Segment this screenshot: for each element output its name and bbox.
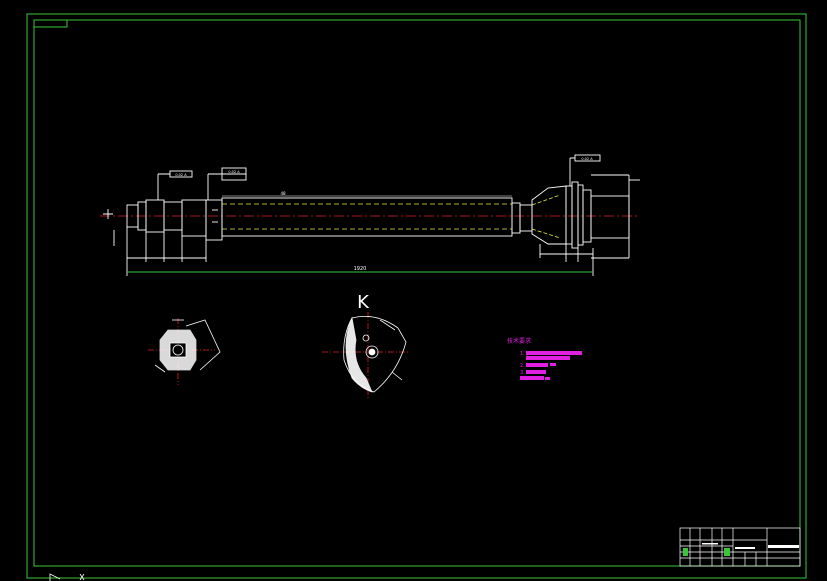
corner-code-box	[33, 19, 68, 28]
overall-length-dim: 1920	[354, 266, 367, 272]
ucs-axis-icon	[49, 573, 85, 581]
tech-req-item-2: 2.	[520, 363, 525, 369]
section-k-label: K	[357, 292, 370, 313]
tech-req-title: 技术要求	[507, 337, 531, 345]
inner-border	[33, 19, 801, 567]
callout-text-2: 0.02 A	[228, 170, 240, 174]
drawing-frame	[26, 13, 807, 579]
top-dim-text: 48	[280, 191, 286, 196]
shaft-main-view	[100, 154, 640, 276]
shaft-dimension-texts: 1920 48 0.02 A 0.02 A 0.02 A	[175, 157, 593, 272]
left-section-view	[148, 318, 221, 385]
callout-text-1: 0.02 A	[175, 173, 187, 177]
title-block	[679, 527, 801, 567]
callout-text-3: 0.02 A	[581, 157, 593, 161]
outer-border	[26, 13, 807, 579]
tech-req-item-1: 1.	[520, 351, 525, 357]
section-k-view: K	[322, 292, 410, 398]
tech-req-item-3: 3.	[520, 370, 525, 376]
technical-requirements: 技术要求 1. 2. 3.	[507, 337, 582, 380]
